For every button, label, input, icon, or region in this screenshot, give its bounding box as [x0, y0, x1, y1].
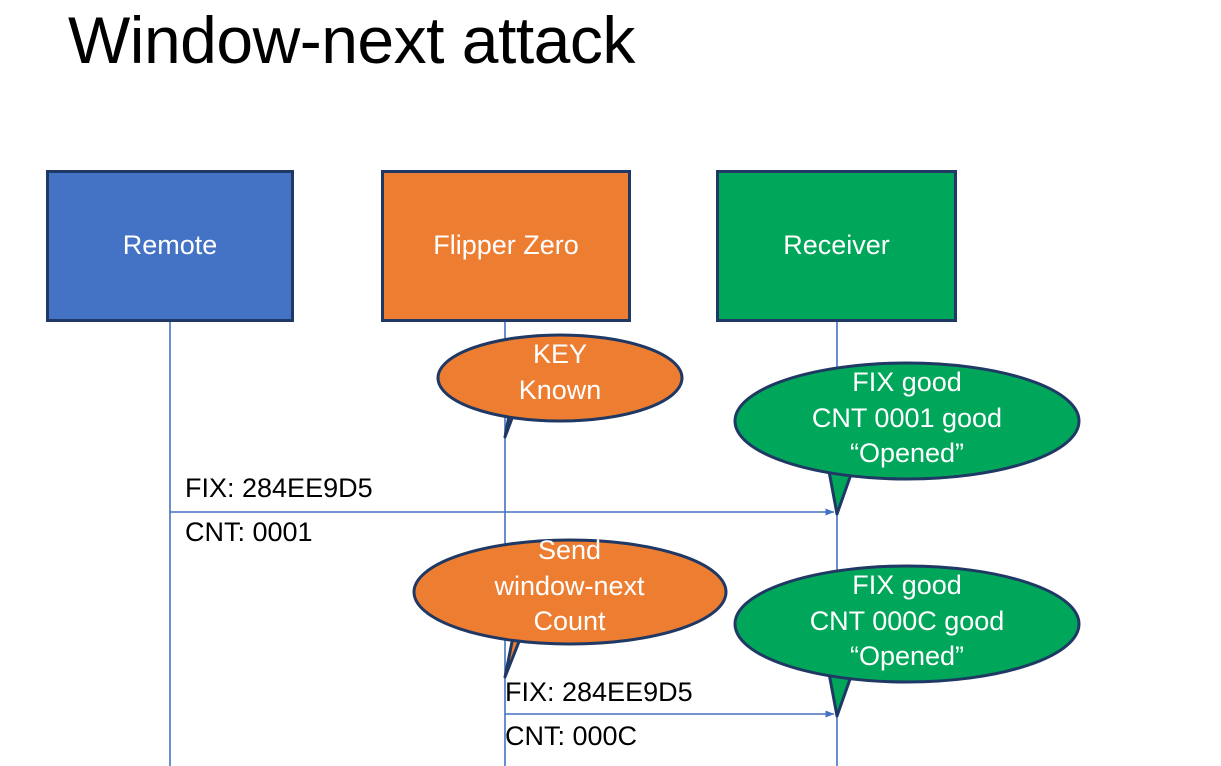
message-1-fix-label: FIX: 284EE9D5 — [185, 473, 373, 503]
page-title: Window-next attack — [68, 3, 635, 77]
actor-box-remote[interactable]: Remote — [46, 170, 294, 322]
message-2-fix-label: FIX: 284EE9D5 — [505, 677, 693, 707]
actor-box-receiver[interactable]: Receiver — [716, 170, 957, 322]
actor-label-flipper: Flipper Zero — [433, 230, 579, 261]
actor-label-remote: Remote — [122, 230, 218, 261]
message-2-cnt-label: CNT: 000C — [505, 721, 638, 751]
message-1-cnt-label: CNT: 0001 — [185, 517, 313, 547]
callout-key-known — [436, 333, 684, 439]
callout-send-window-next — [412, 538, 728, 679]
actor-label-receiver: Receiver — [783, 230, 890, 261]
actor-box-flipper[interactable]: Flipper Zero — [381, 170, 631, 322]
callout-verify-first — [733, 361, 1081, 516]
callout-verify-second — [733, 564, 1081, 718]
